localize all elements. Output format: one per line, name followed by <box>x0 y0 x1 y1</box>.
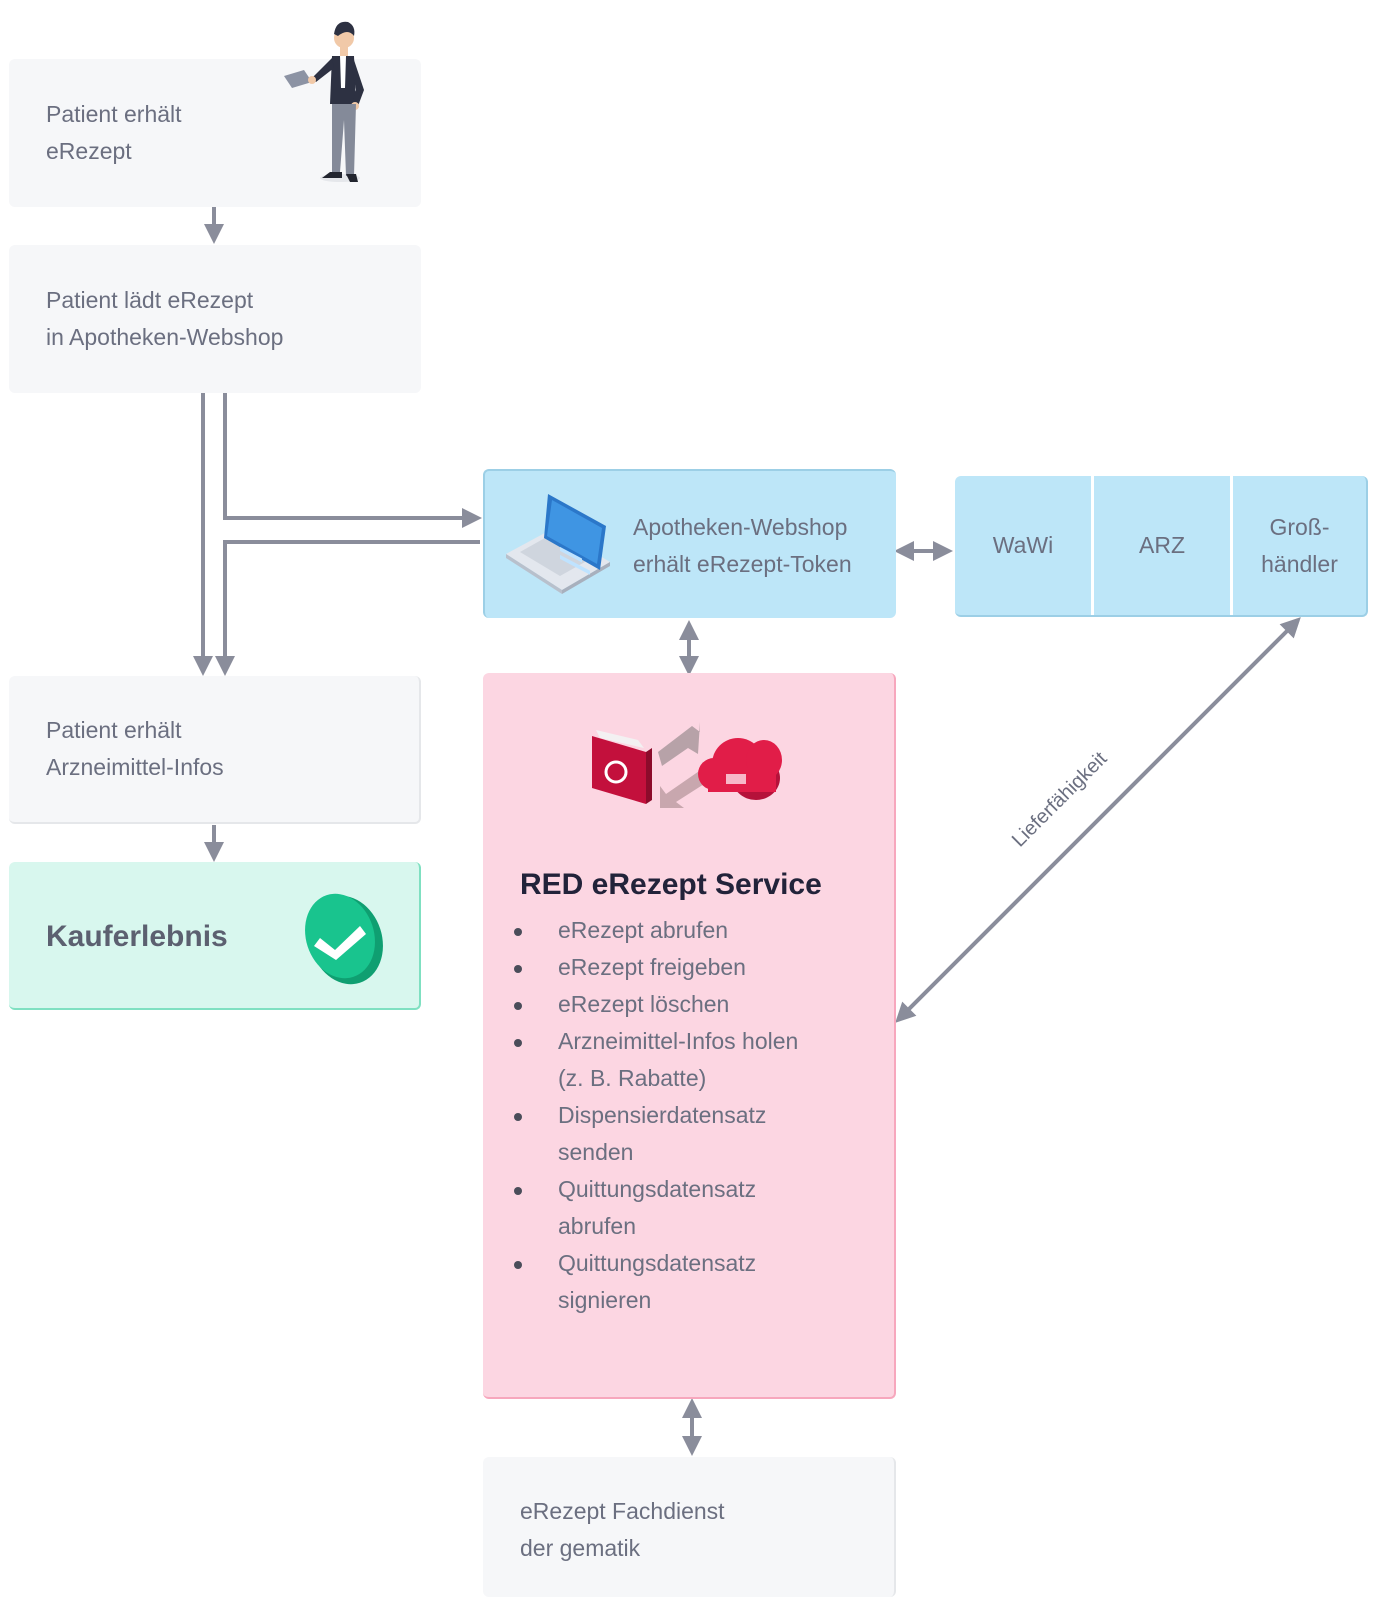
step-receive-line1: Patient erhält <box>46 101 182 127</box>
service-item-text: eRezept abrufen <box>558 917 729 943</box>
system-grosshaendler: Groß- händler <box>1233 476 1366 615</box>
systems-box: WaWi ARZ Groß- händler <box>955 476 1368 617</box>
step-receive-label: Patient erhält eRezept <box>46 96 182 170</box>
webshop-line2: erhält eRezept-Token <box>633 551 852 577</box>
service-item: Quittungsdatensatz signieren <box>512 1245 828 1319</box>
laptop-icon <box>506 494 610 594</box>
service-item-text: Dispensierdatensatz senden <box>558 1102 767 1165</box>
system-grosshaendler-line2: händler <box>1261 550 1338 577</box>
service-box <box>483 673 896 1399</box>
arrow-webshop-to-infos <box>215 540 480 676</box>
person-icon <box>284 21 364 182</box>
fachdienst-label: eRezept Fachdienst der gematik <box>520 1493 725 1567</box>
webshop-line1: Apotheken-Webshop <box>633 514 848 540</box>
service-item-text: Quittungsdatensatz signieren <box>558 1250 757 1313</box>
step-upload-box: Patient lädt eRezept in Apotheken-Websho… <box>9 245 421 393</box>
fachdienst-line2: der gematik <box>520 1535 641 1561</box>
service-item: eRezept löschen <box>512 986 828 1023</box>
service-item: eRezept abrufen <box>512 912 828 949</box>
service-item-text: eRezept löschen <box>558 991 730 1017</box>
webshop-label: Apotheken-Webshop erhält eRezept-Token <box>633 509 852 583</box>
step-infos-label: Patient erhält Arzneimittel-Infos <box>46 712 224 786</box>
service-item: Dispensierdatensatz senden <box>512 1097 828 1171</box>
arrow-upload-to-webshop <box>223 393 482 528</box>
step-purchase-title: Kauferlebnis <box>46 920 228 953</box>
system-separator-1 <box>1091 476 1094 615</box>
arrow-lieferfaehigkeit <box>895 617 1301 1023</box>
service-item: Quittungsdatensatz abrufen <box>512 1171 828 1245</box>
service-item-text: eRezept freigeben <box>558 954 746 980</box>
step-infos-line1: Patient erhält <box>46 717 182 743</box>
service-item: Arzneimittel-Infos holen (z. B. Rabatte) <box>512 1023 828 1097</box>
system-separator-2 <box>1230 476 1233 615</box>
system-grosshaendler-line1: Groß- <box>1269 513 1330 540</box>
service-item-text: Arzneimittel-Infos holen (z. B. Rabatte) <box>558 1028 799 1091</box>
checkmark-badge-icon <box>305 893 383 985</box>
system-arz: ARZ <box>1139 532 1185 558</box>
service-item-text: Quittungsdatensatz abrufen <box>558 1176 757 1239</box>
service-list: eRezept abrufen eRezept freigeben eRezep… <box>512 912 828 1319</box>
fachdienst-box: eRezept Fachdienst der gematik <box>483 1457 896 1597</box>
fachdienst-line1: eRezept Fachdienst <box>520 1498 725 1524</box>
step-upload-label: Patient lädt eRezept in Apotheken-Websho… <box>46 282 283 356</box>
step-upload-line2: in Apotheken-Webshop <box>46 324 284 350</box>
service-title: RED eRezept Service <box>520 868 822 901</box>
step-infos-line2: Arzneimittel-Infos <box>46 754 224 780</box>
step-receive-line2: eRezept <box>46 138 132 164</box>
folder-cloud-sync-icon <box>592 722 782 808</box>
service-item: eRezept freigeben <box>512 949 828 986</box>
step-upload-line1: Patient lädt eRezept <box>46 287 254 313</box>
system-wawi: WaWi <box>992 532 1054 558</box>
step-infos-box: Patient erhält Arzneimittel-Infos <box>9 676 421 824</box>
